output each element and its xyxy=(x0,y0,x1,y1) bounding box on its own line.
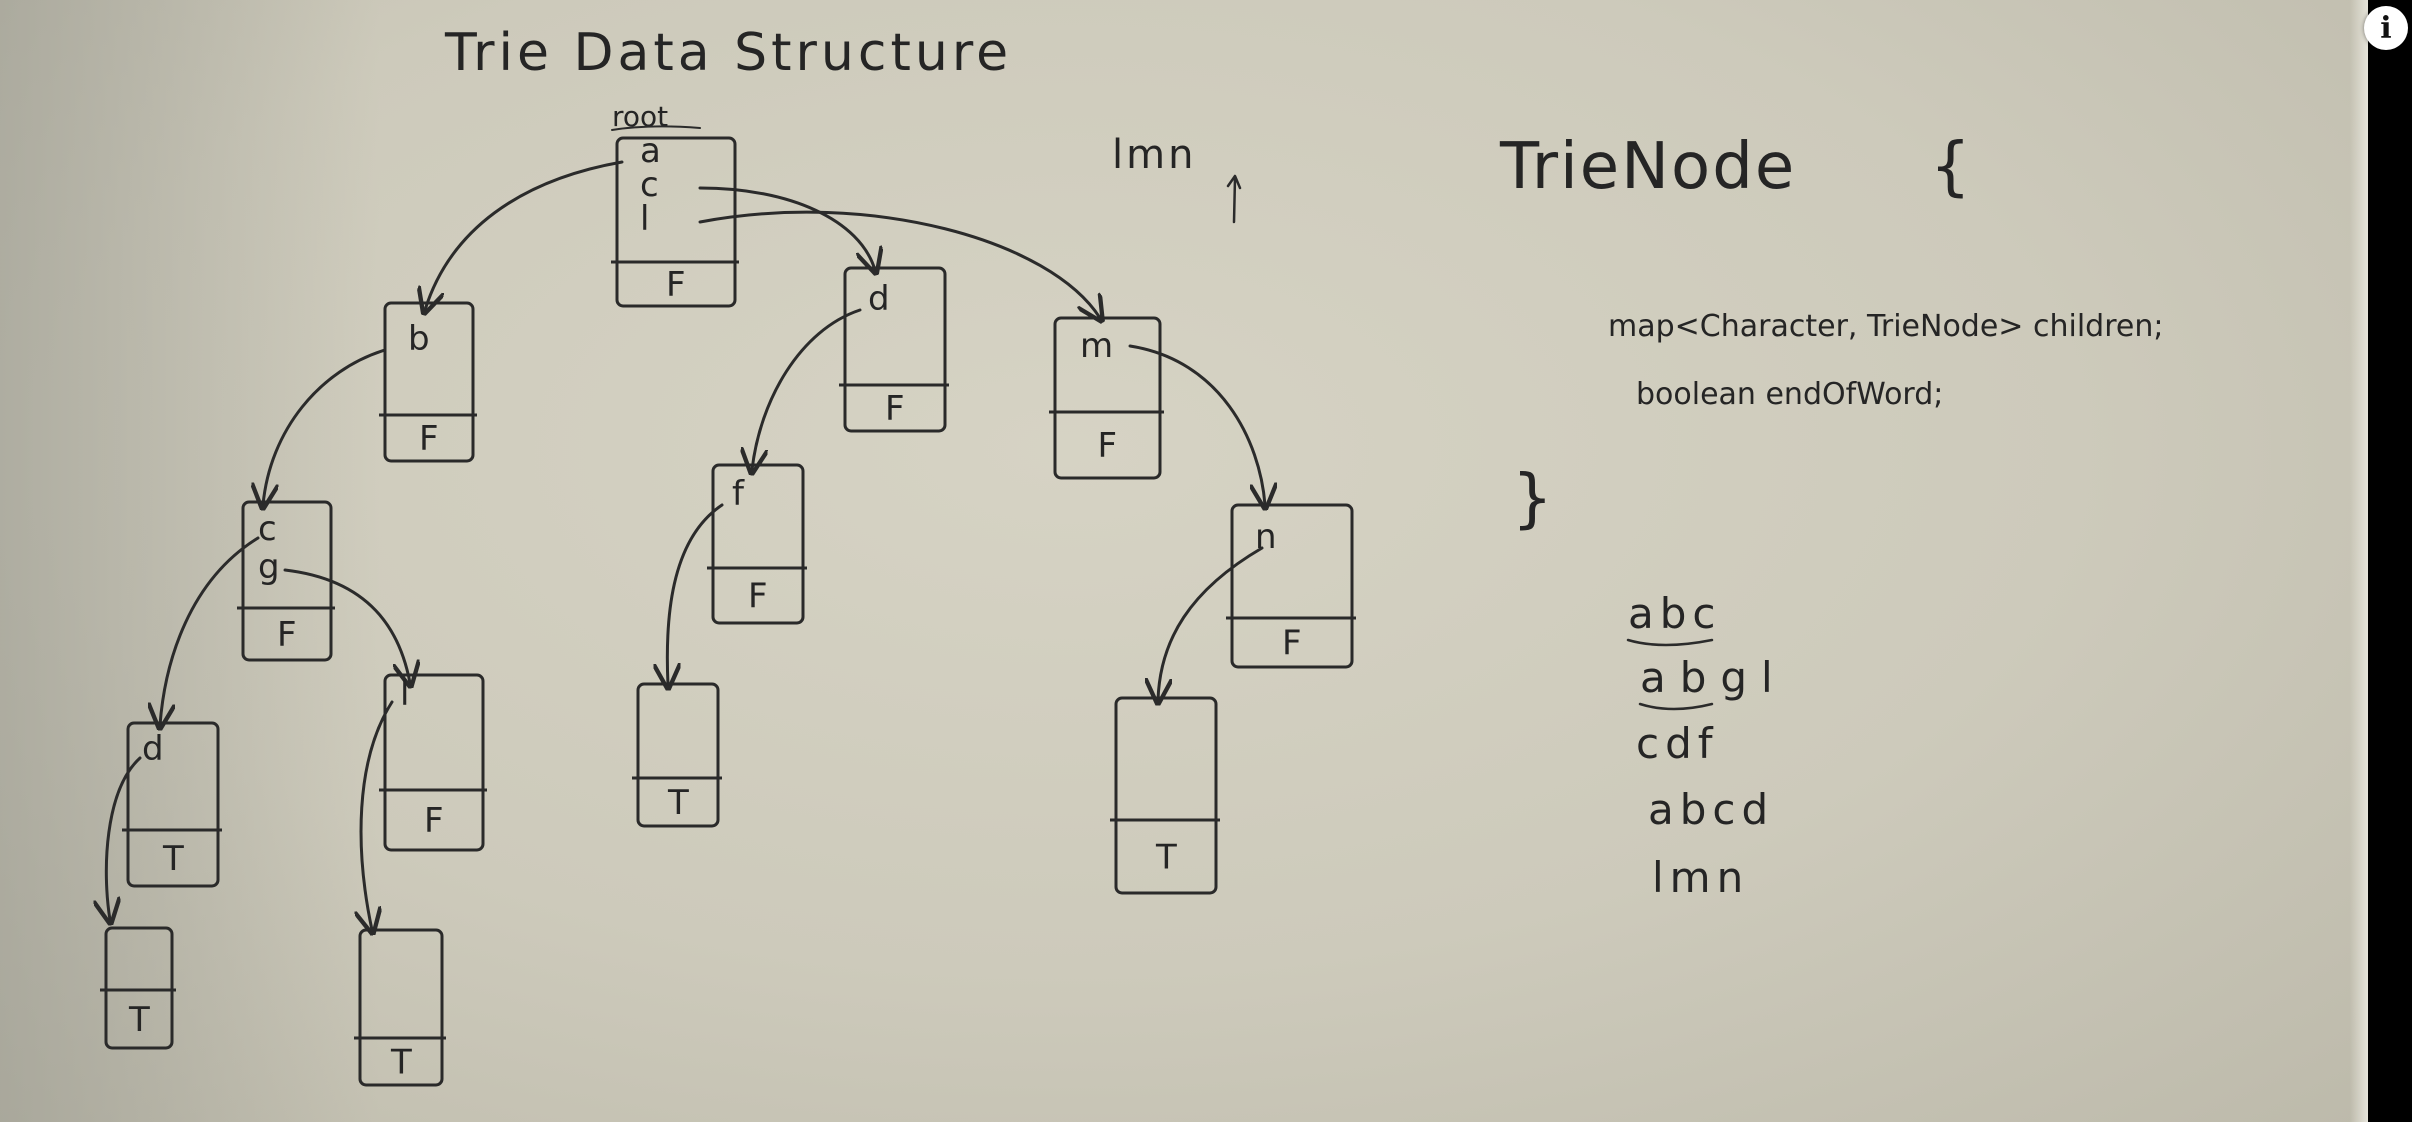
info-icon[interactable]: i xyxy=(2364,6,2408,50)
root-underline xyxy=(611,125,701,131)
node-flag: T xyxy=(667,783,689,823)
word-item: abgl xyxy=(1640,653,1787,702)
edge-d-f xyxy=(752,308,862,470)
edge-b-cg xyxy=(263,348,387,505)
class-open-brace: { xyxy=(1930,130,1971,204)
trie-node: mF xyxy=(1049,316,1164,480)
trie-node: fF xyxy=(707,463,807,625)
node-flag: T xyxy=(390,1043,412,1083)
node-box xyxy=(636,682,720,828)
edge-a-b xyxy=(425,160,624,310)
word-underline xyxy=(1638,702,1714,711)
node-key: l xyxy=(400,674,409,714)
node-flag: T xyxy=(1155,838,1177,878)
node-flag: F xyxy=(748,577,768,617)
class-name: TrieNode xyxy=(1499,130,1796,204)
edge-l-end xyxy=(361,700,394,930)
node-key: l xyxy=(640,199,649,239)
node-flag: F xyxy=(1098,426,1118,466)
node-box xyxy=(358,928,444,1087)
node-box xyxy=(126,721,220,888)
trie-edges xyxy=(106,160,1265,930)
node-box xyxy=(615,136,737,308)
trie-node: T xyxy=(354,928,446,1087)
trie-node: cgF xyxy=(237,500,335,662)
trie-node: T xyxy=(1110,696,1220,895)
edge-l-m xyxy=(698,210,1100,318)
node-key: f xyxy=(732,474,745,514)
trie-node: bF xyxy=(379,301,477,463)
trie-node: T xyxy=(100,926,176,1050)
edge-c-d xyxy=(698,186,875,270)
node-box xyxy=(1114,696,1218,895)
node-box xyxy=(843,266,947,433)
node-key: d xyxy=(142,729,164,769)
example-word: lmn xyxy=(1112,132,1196,178)
node-box xyxy=(104,926,174,1050)
word-item: abc xyxy=(1628,589,1722,638)
trie-node: nF xyxy=(1226,503,1356,669)
example-caret xyxy=(1226,174,1242,224)
node-flag: F xyxy=(277,615,297,655)
word-item: lmn xyxy=(1652,853,1749,902)
node-box xyxy=(241,500,333,662)
word-list: abc abgl cdf abcd lmn xyxy=(1626,589,1787,902)
class-close-brace: } xyxy=(1512,462,1553,536)
node-key: m xyxy=(1080,326,1113,366)
field-end-of-word: boolean endOfWord; xyxy=(1636,377,1943,412)
trie-node: lF xyxy=(379,673,487,852)
node-flag: T xyxy=(162,839,184,879)
node-flag: F xyxy=(1282,624,1302,664)
trie-node: dT xyxy=(122,721,222,888)
trie-node: dF xyxy=(839,266,949,433)
field-children: map<Character, TrieNode> children; xyxy=(1608,309,2163,344)
edge-m-n xyxy=(1128,344,1265,505)
node-flag: T xyxy=(128,1000,150,1040)
node-key: n xyxy=(1255,517,1277,557)
node-flag: F xyxy=(419,419,439,459)
node-key: b xyxy=(408,319,430,359)
trie-node: T xyxy=(632,682,722,828)
node-box xyxy=(383,301,475,463)
edge-d2-end xyxy=(106,756,142,920)
node-flag: F xyxy=(885,389,905,429)
word-underline xyxy=(1626,638,1714,647)
diagram-title: Trie Data Structure xyxy=(444,23,1012,83)
node-box xyxy=(1053,316,1162,480)
node-key: c xyxy=(258,509,277,549)
word-item: abcd xyxy=(1648,785,1774,834)
edge-n-end xyxy=(1158,546,1264,700)
edge-f-end xyxy=(667,503,724,685)
node-key: a xyxy=(640,131,661,171)
edge-c-d2 xyxy=(160,536,260,725)
node-flag: F xyxy=(424,801,444,841)
node-box xyxy=(711,463,805,625)
node-box xyxy=(383,673,485,852)
node-box xyxy=(1230,503,1354,669)
edge-g-l xyxy=(283,568,410,683)
node-flag: F xyxy=(666,265,686,305)
node-key: g xyxy=(258,547,280,587)
word-item: cdf xyxy=(1636,719,1719,768)
node-key: d xyxy=(868,279,890,319)
node-key: c xyxy=(640,165,659,205)
